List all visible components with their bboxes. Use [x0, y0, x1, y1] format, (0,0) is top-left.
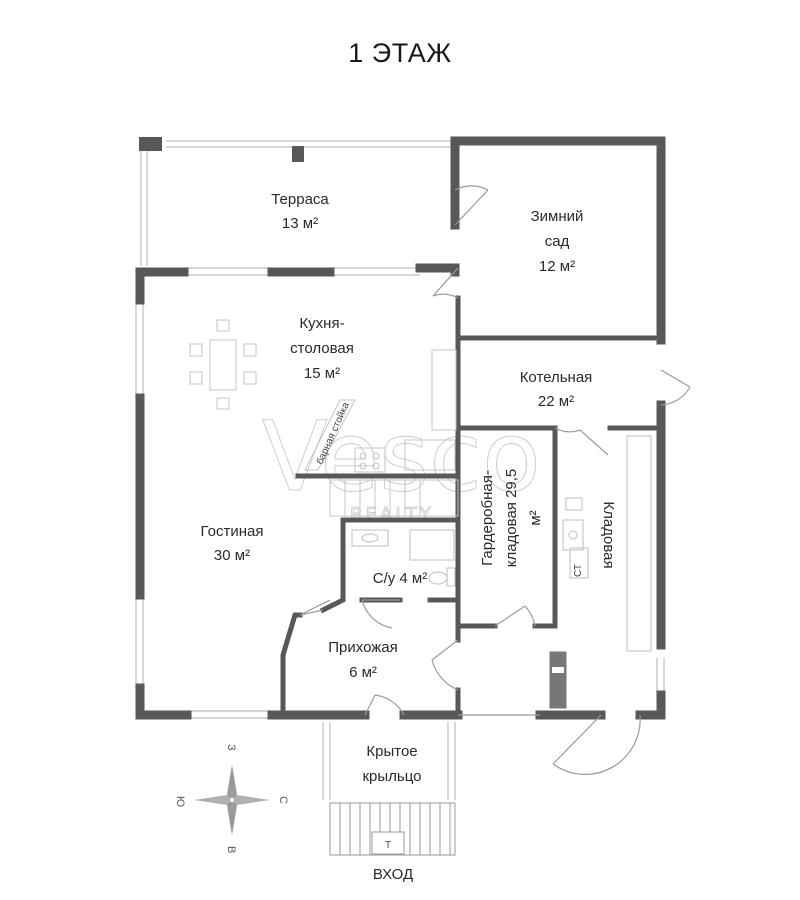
walls — [135, 136, 666, 720]
living-name: Гостиная — [201, 523, 264, 540]
kitchen-name-1: Кухня- — [299, 315, 344, 332]
boiler-name: Котельная — [520, 369, 593, 386]
terrace-area: 13 м² — [282, 215, 318, 232]
porch-name-2: крыльцо — [362, 768, 421, 785]
winter-garden-name-2: сад — [545, 233, 570, 250]
pantry-name: Кладовая — [600, 501, 617, 568]
terrace-name: Терраса — [271, 191, 329, 208]
compass — [194, 764, 270, 836]
porch-steps — [329, 802, 456, 856]
doors — [299, 185, 691, 775]
winter-garden-area: 12 м² — [539, 258, 575, 275]
wardrobe-name-1: Гардеробная- — [479, 470, 496, 566]
wall-pillars — [139, 137, 304, 162]
bathroom-label: С/у 4 м² — [373, 570, 428, 587]
watermark-main: Vesco — [262, 401, 541, 513]
kitchen-area: 15 м² — [304, 365, 340, 382]
st-label: СТ — [573, 564, 584, 577]
wardrobe-name-2: кладовая 29,5 — [503, 469, 520, 568]
living-area: 30 м² — [214, 547, 250, 564]
step-label: Т — [385, 840, 391, 851]
compass-west: З — [225, 744, 237, 751]
hallway-name: Прихожая — [328, 639, 398, 656]
room-labels: Терраса 13 м² Зимний сад 12 м² Кухня- ст… — [201, 191, 593, 883]
dining-set — [189, 319, 257, 410]
boiler-area: 22 м² — [538, 393, 574, 410]
kitchen-name-2: столовая — [290, 340, 354, 357]
compass-north: С — [277, 796, 289, 804]
porch-name-1: Крытое — [366, 743, 417, 760]
winter-garden-name-1: Зимний — [531, 208, 584, 225]
kitchen-counters — [304, 349, 459, 517]
pantry-fixtures — [549, 435, 652, 709]
hallway-area: 6 м² — [349, 664, 377, 681]
watermark: Vesco REALTY — [262, 401, 542, 526]
wardrobe-name-3: м² — [527, 510, 544, 525]
windows — [135, 140, 665, 800]
bathroom-fixtures — [351, 529, 456, 587]
compass-east: В — [225, 846, 237, 853]
plan-title: 1 ЭТАЖ — [348, 38, 452, 68]
compass-south: Ю — [174, 796, 186, 807]
entrance-label: ВХОД — [373, 866, 413, 883]
